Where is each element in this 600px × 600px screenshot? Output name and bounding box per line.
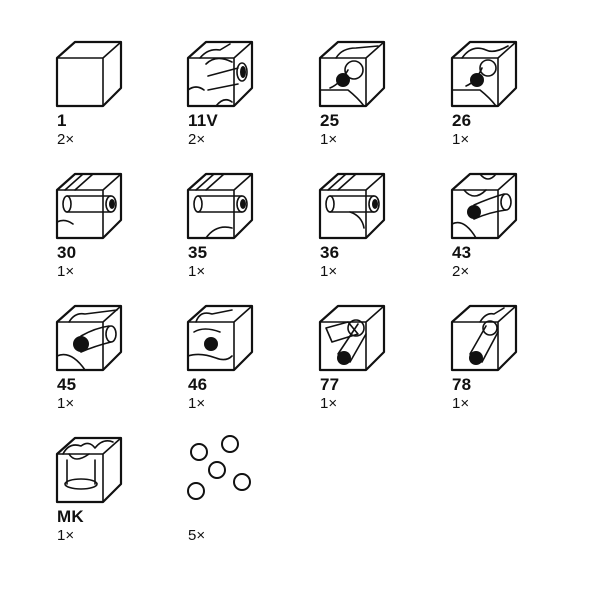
- curve-cube-icon: [186, 304, 254, 372]
- part-code: 30: [57, 243, 77, 262]
- curve-drop-cube-icon: [318, 40, 386, 108]
- funnel-cube-icon: [55, 436, 123, 504]
- part-quantity: 1×: [188, 395, 206, 412]
- part-code: 35: [188, 243, 208, 262]
- part-36: 36 1×: [318, 172, 428, 297]
- part-45: 45 1×: [55, 304, 165, 429]
- part-quantity: 1×: [452, 395, 470, 412]
- curve-cube-icon: [55, 304, 123, 372]
- part-quantity: 1×: [320, 395, 338, 412]
- part-78: 78 1×: [450, 304, 560, 429]
- straight-tunnel-cube-icon: [318, 172, 386, 240]
- part-code: 77: [320, 375, 340, 394]
- part-quantity: 1×: [57, 395, 75, 412]
- part-code: 43: [452, 243, 472, 262]
- part-quantity: 2×: [452, 263, 470, 280]
- tunnel-cube-icon: [186, 40, 254, 108]
- part-quantity: 1×: [320, 131, 338, 148]
- part-46: 46 1×: [186, 304, 296, 429]
- part-25: 25 1×: [318, 40, 428, 165]
- part-marbles: 5×: [186, 435, 296, 561]
- part-code: 26: [452, 111, 472, 130]
- part-26: 26 1×: [450, 40, 560, 165]
- part-code: 78: [452, 375, 472, 394]
- part-43: 43 2×: [450, 172, 560, 297]
- part-mk: MK 1×: [55, 436, 165, 561]
- part-quantity: 5×: [188, 527, 206, 544]
- part-quantity: 1×: [452, 131, 470, 148]
- part-code: 36: [320, 243, 340, 262]
- part-30: 30 1×: [55, 172, 165, 297]
- part-code: 25: [320, 111, 340, 130]
- part-quantity: 1×: [57, 263, 75, 280]
- part-code: 1: [57, 111, 67, 130]
- curve-cube-icon: [450, 172, 518, 240]
- part-code: MK: [57, 507, 84, 526]
- diagonal-drop-cube-icon: [318, 304, 386, 372]
- part-77: 77 1×: [318, 304, 428, 429]
- part-code: 11V: [188, 111, 218, 130]
- part-code: 45: [57, 375, 77, 394]
- part-quantity: 2×: [57, 131, 75, 148]
- part-quantity: 1×: [57, 527, 75, 544]
- part-quantity: 1×: [188, 263, 206, 280]
- curve-drop-cube-icon: [450, 40, 518, 108]
- plain-cube-icon: [55, 40, 123, 108]
- part-1: 1 2×: [55, 40, 165, 165]
- part-35: 35 1×: [186, 172, 296, 297]
- part-quantity: 2×: [188, 131, 206, 148]
- marbles-icon: [187, 435, 251, 500]
- straight-tunnel-cube-icon: [55, 172, 123, 240]
- straight-tunnel-cube-icon: [186, 172, 254, 240]
- part-quantity: 1×: [320, 263, 338, 280]
- diagonal-drop-cube-icon: [450, 304, 518, 372]
- part-11v: 11V 2×: [186, 40, 296, 165]
- part-code: 46: [188, 375, 208, 394]
